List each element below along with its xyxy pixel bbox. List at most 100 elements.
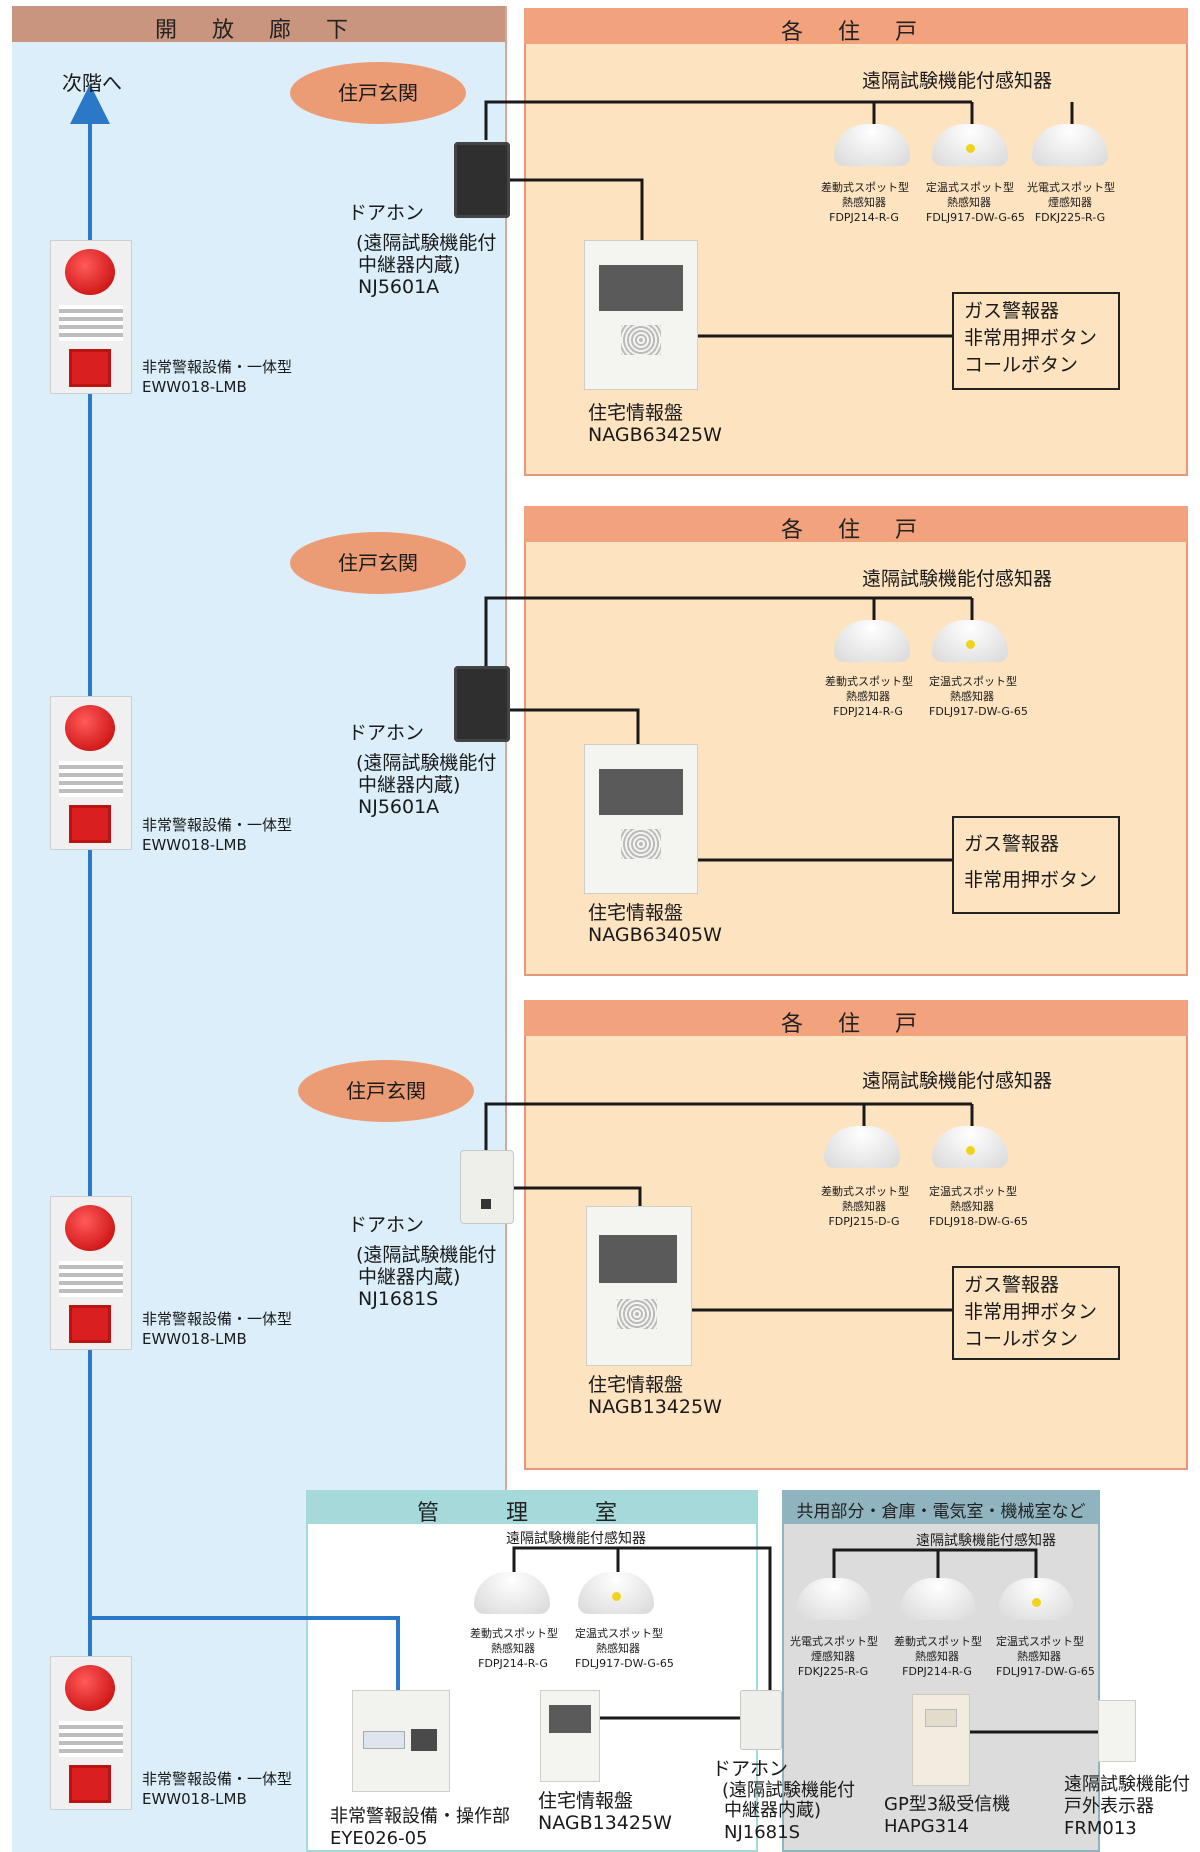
alarm-grille bbox=[59, 761, 123, 797]
sensor-kind: 熱感知器 bbox=[915, 1650, 959, 1663]
sensor-title-2: 遠隔試験機能付感知器 bbox=[862, 568, 1053, 590]
sensor-kind: 熱感知器 bbox=[846, 690, 890, 703]
sensor-kind: 煙感知器 bbox=[811, 1650, 855, 1663]
doorphone-device-3 bbox=[460, 1150, 514, 1224]
doorphone-model-1: NJ5601A bbox=[358, 276, 440, 298]
office-sensor-1 bbox=[474, 1572, 550, 1614]
office-header bbox=[306, 1490, 758, 1524]
entrance-oval-3: 住戸玄関 bbox=[298, 1060, 474, 1122]
alarm-grille bbox=[59, 1261, 123, 1297]
unit-header-text-3: 各 住 戸 bbox=[781, 1012, 931, 1037]
office-doorphone-note1: (遠隔試験機能付 bbox=[722, 1780, 856, 1801]
sensor-2-2 bbox=[932, 620, 1008, 662]
receiver-indicator bbox=[925, 1709, 957, 1727]
common-header-text: 共用部分・倉庫・電気室・機械室など bbox=[796, 1502, 1086, 1522]
sensor-1-3 bbox=[1032, 124, 1108, 166]
info-panel-device-2 bbox=[584, 744, 698, 894]
alarm-bell-icon bbox=[65, 1665, 115, 1711]
extra-item: 非常用押ボタン bbox=[964, 1301, 1098, 1323]
led-indicator bbox=[612, 1592, 621, 1601]
extra-item: ガス警報器 bbox=[964, 300, 1060, 322]
doorphone-note1-2: (遠隔試験機能付 bbox=[356, 752, 497, 774]
doorphone-note1-1: (遠隔試験機能付 bbox=[356, 232, 497, 254]
info-panel-device-3 bbox=[586, 1206, 692, 1366]
alarm-unit-model-2: EWW018-LMB bbox=[142, 836, 247, 854]
alarm-unit-model-1: EWW018-LMB bbox=[142, 378, 247, 396]
doorphone-note2-2: 中継器内蔵) bbox=[358, 774, 461, 796]
panel-screen bbox=[599, 265, 683, 311]
sensor-type: 差動式スポット型 bbox=[894, 1635, 982, 1648]
panel-screen bbox=[599, 769, 683, 815]
unit-header-3 bbox=[524, 1000, 1188, 1036]
corridor-header bbox=[12, 6, 505, 42]
entrance-oval-2: 住戸玄関 bbox=[290, 532, 466, 594]
extra-item: ガス警報器 bbox=[964, 1274, 1060, 1296]
extras-box-2: ガス警報器 非常用押ボタン bbox=[952, 816, 1120, 914]
sensor-type: 定温式スポット型 bbox=[929, 675, 1017, 688]
sensor-model: FDLJ917-DW-G-65 bbox=[996, 1665, 1095, 1678]
extra-item: ガス警報器 bbox=[964, 833, 1060, 855]
sensor-model: FDPJ215-D-G bbox=[828, 1215, 900, 1228]
office-sensor-title: 遠隔試験機能付感知器 bbox=[506, 1531, 646, 1547]
common-sensor-title: 遠隔試験機能付感知器 bbox=[916, 1533, 1056, 1549]
sensor-model: FDPJ214-R-G bbox=[833, 705, 903, 718]
sensor-model: FDLJ917-DW-G-65 bbox=[926, 211, 1025, 224]
alarm-unit-1 bbox=[50, 240, 132, 394]
sensor-type: 定温式スポット型 bbox=[996, 1635, 1084, 1648]
alarm-unit-label-2: 非常警報設備・一体型 bbox=[142, 816, 293, 834]
operation-unit-model: EYE026-05 bbox=[330, 1828, 428, 1849]
office-info-panel-model: NAGB13425W bbox=[538, 1812, 672, 1834]
sensor-model: FDKJ225-R-G bbox=[797, 1665, 869, 1678]
entrance-oval-1: 住戸玄関 bbox=[290, 62, 466, 124]
extra-item: コールボタン bbox=[964, 1328, 1079, 1350]
alarm-push-button bbox=[69, 805, 111, 843]
sensor-1-1 bbox=[834, 124, 910, 166]
office-info-panel-name: 住宅情報盤 bbox=[538, 1790, 634, 1812]
doorphone-button bbox=[481, 1199, 491, 1209]
next-floor-label: 次階へ bbox=[62, 71, 122, 95]
sensor-model: FDLJ917-DW-G-65 bbox=[929, 705, 1028, 718]
extra-item: 非常用押ボタン bbox=[964, 869, 1098, 891]
sensor-type: 光電式スポット型 bbox=[1027, 181, 1115, 194]
extras-box-1: ガス警報器 非常用押ボタン コールボタン bbox=[952, 292, 1120, 390]
office-info-panel-device bbox=[540, 1690, 600, 1782]
alarm-grille bbox=[59, 1721, 123, 1757]
info-panel-name-1: 住宅情報盤 bbox=[588, 402, 684, 424]
extra-item: 非常用押ボタン bbox=[964, 327, 1098, 349]
alarm-bell-icon bbox=[65, 1205, 115, 1251]
info-panel-name-2: 住宅情報盤 bbox=[588, 902, 684, 924]
common-sensor-1 bbox=[796, 1578, 872, 1620]
info-panel-model-2: NAGB63405W bbox=[588, 924, 722, 946]
alarm-push-button bbox=[69, 1305, 111, 1343]
alarm-bell-icon bbox=[65, 705, 115, 751]
panel-speaker bbox=[621, 325, 661, 355]
receiver-name: GP型3級受信機 bbox=[884, 1794, 1011, 1815]
sensor-kind: 熱感知器 bbox=[491, 1642, 535, 1655]
office-header-text: 管 理 室 bbox=[417, 1501, 647, 1526]
receiver-model: HAPG314 bbox=[884, 1816, 970, 1837]
sensor-type: 定温式スポット型 bbox=[926, 181, 1014, 194]
common-header bbox=[782, 1490, 1100, 1524]
sensor-title-1: 遠隔試験機能付感知器 bbox=[862, 70, 1053, 92]
operation-unit-name: 非常警報設備・操作部 bbox=[330, 1806, 510, 1827]
receiver-device bbox=[912, 1694, 970, 1786]
led-indicator bbox=[1032, 1598, 1041, 1607]
doorphone-note2-3: 中継器内蔵) bbox=[358, 1266, 461, 1288]
led-indicator bbox=[966, 1146, 975, 1155]
panel-screen bbox=[599, 1235, 677, 1283]
doorphone-device-1 bbox=[454, 142, 510, 218]
sensor-kind: 熱感知器 bbox=[596, 1642, 640, 1655]
alarm-unit-model-4: EWW018-LMB bbox=[142, 1790, 247, 1808]
outdoor-display-name1: 遠隔試験機能付 bbox=[1064, 1774, 1190, 1795]
sensor-model: FDKJ225-R-G bbox=[1034, 211, 1106, 224]
info-panel-model-1: NAGB63425W bbox=[588, 424, 722, 446]
led-indicator bbox=[966, 640, 975, 649]
sensor-kind: 熱感知器 bbox=[950, 1200, 994, 1213]
outdoor-display-model: FRM013 bbox=[1064, 1818, 1137, 1839]
common-sensor-3 bbox=[998, 1578, 1074, 1620]
